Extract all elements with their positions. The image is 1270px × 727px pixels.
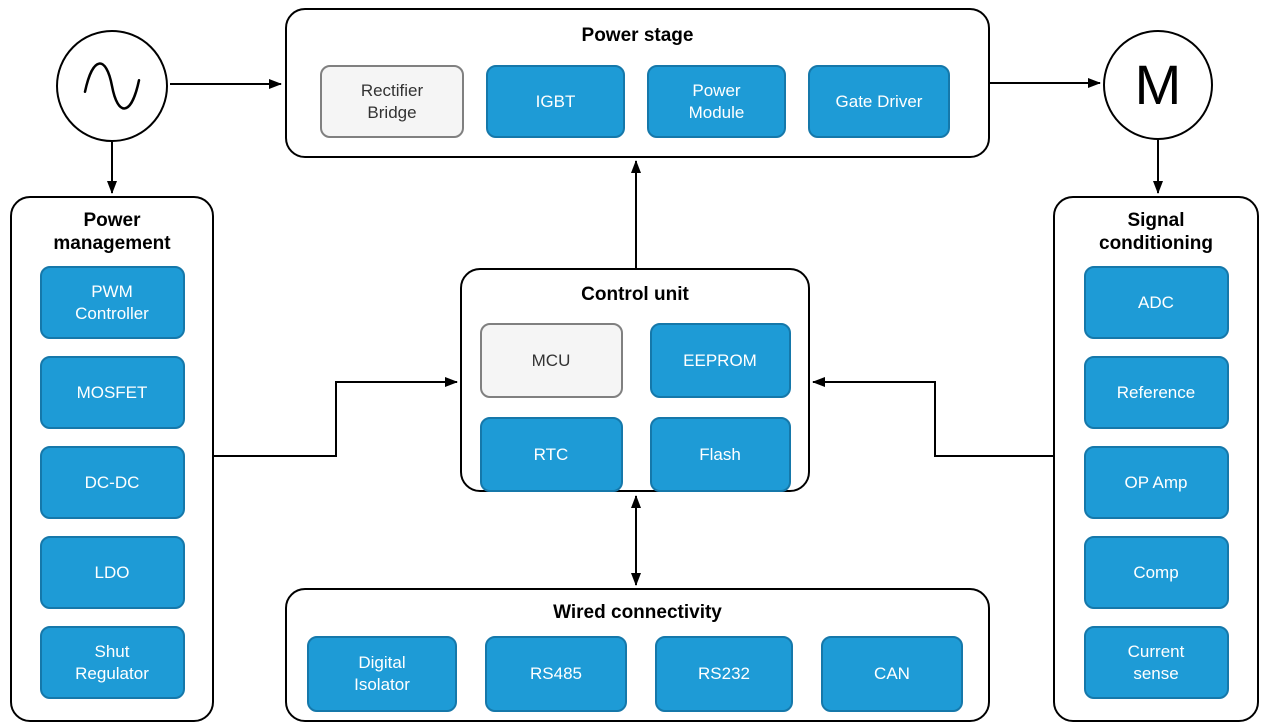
node-current-sense: Current sense [1083, 626, 1229, 700]
control-unit-group: Control unit MCU EEPROM RTC Flash [460, 268, 810, 493]
motor-label: M [1134, 53, 1182, 116]
sine-wave-icon [83, 62, 141, 110]
node-reference: Reference [1083, 356, 1229, 430]
node-eeprom: EEPROM [649, 323, 791, 399]
power-management-group: Power management PWM Controller MOSFET D… [10, 196, 214, 722]
node-rs232: RS232 [655, 636, 793, 713]
node-gate-driver: Gate Driver [808, 65, 950, 139]
wired-connectivity-group: Wired connectivity Digital Isolator RS48… [285, 588, 990, 722]
node-rtc: RTC [479, 417, 623, 493]
node-comp: Comp [1083, 536, 1229, 610]
power-stage-title: Power stage [581, 25, 694, 46]
node-rs485: RS485 [485, 636, 627, 713]
node-power-module: Power Module [647, 65, 786, 139]
node-mcu: MCU [479, 323, 623, 399]
wired-connectivity-row: Digital Isolator RS485 RS232 CAN [287, 636, 988, 713]
node-rectifier-bridge: Rectifier Bridge [320, 65, 464, 139]
node-adc: ADC [1083, 266, 1229, 340]
control-unit-grid: MCU EEPROM RTC Flash [462, 323, 808, 493]
arrow-power-management-to-control-unit [213, 377, 458, 457]
node-ldo: LDO [39, 536, 185, 610]
node-op-amp: OP Amp [1083, 446, 1229, 520]
control-unit-title: Control unit [581, 284, 689, 305]
power-stage-group: Power stage Rectifier Bridge IGBT Power … [285, 8, 990, 158]
ac-source-node [56, 30, 168, 142]
arrow-signal-conditioning-to-control-unit [812, 377, 1054, 457]
signal-conditioning-group: Signal conditioning ADC Reference OP Amp… [1053, 196, 1259, 722]
node-shut-regulator: Shut Regulator [39, 626, 185, 700]
node-igbt: IGBT [486, 65, 625, 139]
signal-conditioning-stack: ADC Reference OP Amp Comp Current sense [1083, 266, 1229, 700]
power-management-stack: PWM Controller MOSFET DC-DC LDO Shut Reg… [39, 266, 185, 700]
wired-connectivity-title: Wired connectivity [553, 602, 722, 623]
node-dc-dc: DC-DC [39, 446, 185, 520]
node-mosfet: MOSFET [39, 356, 185, 430]
motor-node: M [1103, 30, 1213, 140]
node-flash: Flash [649, 417, 791, 493]
power-management-title: Power management [53, 210, 171, 255]
node-can: CAN [821, 636, 963, 713]
signal-conditioning-title: Signal conditioning [1099, 210, 1213, 255]
node-digital-isolator: Digital Isolator [307, 636, 457, 713]
power-stage-row: Rectifier Bridge IGBT Power Module Gate … [287, 65, 988, 139]
node-pwm-controller: PWM Controller [39, 266, 185, 340]
